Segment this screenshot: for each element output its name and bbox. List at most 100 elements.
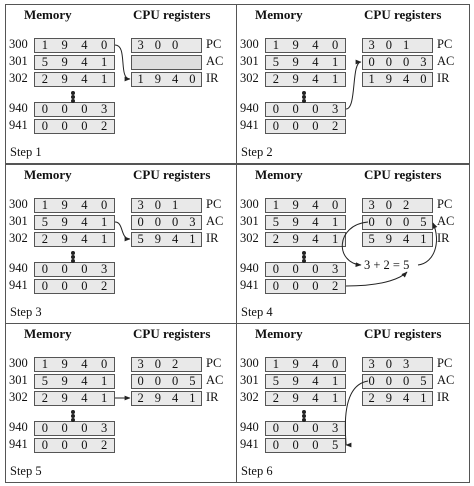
cpu-registers-header: CPU registers [364, 7, 442, 22]
memory-address: 300 [9, 197, 28, 211]
digit: 0 [272, 262, 279, 276]
digit [184, 56, 201, 69]
memory-address: 301 [9, 373, 28, 387]
register-label: AC [437, 373, 455, 387]
memory-address: 301 [240, 373, 259, 387]
digit: 0 [137, 374, 144, 388]
digit: 4 [312, 357, 319, 371]
digit: 9 [61, 55, 68, 69]
digit: 4 [312, 391, 319, 405]
digit: 0 [189, 72, 196, 86]
ellipsis-dot [302, 91, 306, 95]
digit: 0 [292, 102, 299, 116]
memory-address: 300 [9, 37, 28, 51]
digit: 0 [81, 102, 88, 116]
digit: 0 [61, 119, 68, 133]
memory-address: 300 [9, 356, 28, 370]
cpu-registers-header: CPU registers [133, 7, 211, 22]
register-label: PC [206, 197, 222, 211]
digit: 3 [101, 421, 108, 435]
digit: 9 [61, 215, 68, 229]
digit: 9 [61, 374, 68, 388]
digit: 3 [137, 38, 144, 52]
digit: 9 [385, 391, 392, 405]
register-label: PC [206, 356, 222, 370]
memory-address: 941 [240, 278, 259, 292]
digit: 0 [312, 102, 319, 116]
digit: 2 [272, 391, 279, 405]
digit: 0 [101, 357, 108, 371]
digit: 4 [81, 232, 88, 246]
digit: 2 [41, 391, 48, 405]
digit: 0 [272, 279, 279, 293]
step-label: Step 1 [10, 145, 42, 159]
digit [184, 199, 201, 212]
digit: 0 [41, 279, 48, 293]
register-label: PC [437, 37, 453, 51]
memory-header: Memory [24, 167, 72, 182]
digit: 0 [312, 438, 319, 452]
digit: 0 [41, 438, 48, 452]
digit: 1 [332, 55, 339, 69]
digit: 9 [292, 38, 299, 52]
digit: 1 [137, 72, 144, 86]
memory-address: 301 [240, 214, 259, 228]
digit: 0 [61, 102, 68, 116]
digit: 9 [61, 38, 68, 52]
digit: 4 [312, 232, 319, 246]
digit: 2 [101, 438, 108, 452]
digit: 9 [154, 72, 161, 86]
digit: 3 [332, 262, 339, 276]
digit: 0 [385, 38, 392, 52]
arrow-memory-300-to-ir [114, 44, 131, 82]
ellipsis-dot [71, 251, 75, 255]
digit: 0 [292, 421, 299, 435]
digit: 2 [332, 279, 339, 293]
digit: 9 [292, 55, 299, 69]
ellipsis-dot [302, 410, 306, 414]
ellipsis-dot [71, 259, 75, 263]
digit: 0 [312, 421, 319, 435]
digit [184, 39, 201, 52]
memory-header: Memory [255, 326, 303, 341]
register-label: AC [437, 54, 455, 68]
memory-address: 301 [240, 54, 259, 68]
memory-address: 940 [9, 261, 28, 275]
digit: 0 [61, 438, 68, 452]
digit: 4 [312, 215, 319, 229]
digit: 4 [81, 38, 88, 52]
digit: 1 [420, 232, 427, 246]
ellipsis-dot [71, 255, 75, 259]
digit: 0 [101, 38, 108, 52]
digit: 0 [403, 55, 410, 69]
digit: 1 [41, 198, 48, 212]
arrow-memory-301-to-ir [114, 221, 131, 242]
digit: 1 [332, 374, 339, 388]
digit: 5 [420, 374, 427, 388]
memory-address: 302 [9, 231, 28, 245]
digit: 0 [61, 421, 68, 435]
digit: 0 [172, 374, 179, 388]
digit: 4 [312, 374, 319, 388]
digit: 5 [41, 215, 48, 229]
memory-address: 302 [9, 390, 28, 404]
digit: 9 [61, 391, 68, 405]
